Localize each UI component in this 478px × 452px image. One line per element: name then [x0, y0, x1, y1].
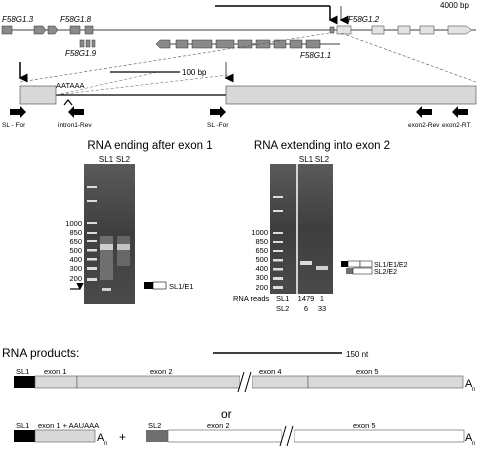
- genome-track: 4000 bp F58G1.3 F58G1.8 F58G1.9: [1, 1, 477, 83]
- row2b-sl2-block: [146, 430, 168, 442]
- genome-scale-label: 4000 bp: [440, 1, 469, 10]
- gel1-ladder-850: 850: [69, 228, 82, 237]
- gel2-title: RNA extending into exon 2: [254, 140, 390, 152]
- gel2-ladder-500: 500: [255, 255, 268, 264]
- gel2-product1-sl1: [341, 261, 348, 267]
- products-title: RNA products:: [2, 346, 79, 360]
- gel2-image: [270, 164, 333, 294]
- row2a-tail: A: [97, 432, 105, 444]
- gel1-sl1e1-band: [102, 288, 111, 291]
- gene-f58g1-3: [1, 25, 59, 35]
- row2b-tail: A: [465, 432, 473, 444]
- gene-label-f58g1-1: F58G1.1: [300, 51, 331, 60]
- gel1-ladder-400: 400: [69, 255, 82, 264]
- primer-label-exon2-rev: exon2-Rev: [408, 122, 440, 129]
- gene-f58g1-8: [69, 25, 94, 35]
- gene-label-f58g1-2: F58G1.2: [348, 15, 380, 24]
- gene-label-f58g1-9: F58G1.9: [65, 49, 97, 58]
- primer-sl-for-1: [10, 106, 26, 118]
- row1-tail: A: [465, 378, 473, 390]
- gel2-ladder-650: 650: [255, 246, 268, 255]
- gel1-lane-sl2: SL2: [116, 155, 131, 164]
- gel2-product2-sl2: [346, 268, 353, 274]
- row1-tail-sub: n: [472, 387, 475, 393]
- primer-sl-for-2: [210, 106, 226, 118]
- polya-caret: [63, 99, 73, 106]
- zoom-scale-label: 100 bp: [182, 68, 207, 77]
- polya-signal-label: AATAAA: [56, 81, 84, 90]
- gene-f58g1-2: [329, 25, 473, 35]
- products-scale-label: 150 nt: [346, 350, 369, 359]
- row1-exon4-label: exon 4: [259, 367, 282, 376]
- gel2-sl1e1e2-band: [300, 261, 312, 265]
- primer-label-intron1-rev: intron1-Rev: [58, 122, 92, 129]
- gel2-ladder-400: 400: [255, 264, 268, 273]
- gel2-lane-sl2: SL2: [315, 155, 330, 164]
- gel2-ladder-200: 200: [255, 283, 268, 292]
- gene-f58g1-9: [79, 39, 96, 48]
- or-label: or: [221, 407, 232, 421]
- gel1-ladder-500: 500: [69, 246, 82, 255]
- zoom-exon2: [225, 85, 477, 105]
- gel2-ladder-bands: [273, 196, 283, 289]
- row2b-exon2-label: exon 2: [207, 421, 230, 430]
- gel2-ladder-300: 300: [255, 273, 268, 282]
- gel1-lane-sl1: SL1: [99, 155, 114, 164]
- row2a-sl1-block: [14, 430, 35, 442]
- primer-intron1-rev: [68, 106, 84, 118]
- rna-products: RNA products: 150 nt SL1 exon 1 exon 2 e…: [2, 346, 475, 447]
- row1-exon2-label: exon 2: [150, 367, 173, 376]
- gel2-ladder-1000: 1000: [251, 228, 268, 237]
- gene-f58g1-1: [155, 39, 321, 49]
- primer-label-sl-for-2: SL -For: [207, 122, 229, 129]
- gene-label-f58g1-8: F58G1.8: [60, 15, 92, 24]
- gel1-product-sl1: [144, 282, 153, 289]
- row1-exon1-label: exon 1: [44, 367, 67, 376]
- reads-row2-sl: SL2: [276, 304, 289, 313]
- primer-label-exon2-rt: exon2-RT: [442, 122, 470, 129]
- gel1-ladder-bands: [87, 186, 97, 281]
- gel1-ladder-300: 300: [69, 264, 82, 273]
- row2b-exon5-label: exon 5: [353, 421, 376, 430]
- row2b-sl-label: SL2: [148, 421, 161, 430]
- gel1-product-exon1: [152, 281, 167, 290]
- gel1-product-label: SL1/E1: [169, 282, 194, 291]
- row2a-sl-label: SL1: [16, 421, 29, 430]
- gel1-ladder-200: 200: [69, 274, 82, 283]
- primer-label-sl-for-1: SL - For: [2, 122, 26, 129]
- row1-sl-label: SL1: [16, 367, 29, 376]
- gel2-ladder-850: 850: [255, 237, 268, 246]
- primer-exon2-rt: [452, 106, 468, 118]
- gel2-product2-label: SL2/E2: [374, 269, 397, 276]
- primer-exon2-rev: [416, 106, 432, 118]
- zoom-model: 100 bp AATAAA SL - For intron1-Rev SL -F…: [2, 62, 477, 129]
- row2a-tail-sub: n: [104, 441, 107, 447]
- gel2-product1-label: SL1/E1/E2: [374, 262, 408, 269]
- reads-label: RNA reads: [233, 294, 270, 303]
- reads-row1-v1: 1479: [298, 294, 315, 303]
- row1-exon5-label: exon 5: [356, 367, 379, 376]
- row2a-segment-label: exon 1 + AAUAAA: [38, 421, 99, 430]
- gel1-ladder-1000: 1000: [65, 219, 82, 228]
- gel1-ladder-650: 650: [69, 237, 82, 246]
- reads-row1-v2: 1: [320, 294, 324, 303]
- row2b-tail-sub: n: [472, 441, 475, 447]
- reads-row1-sl: SL1: [276, 294, 289, 303]
- gel2-lane-sl1: SL1: [299, 155, 314, 164]
- gel1-title: RNA ending after exon 1: [87, 140, 212, 152]
- gel1-panel: RNA ending after exon 1 SL1 SL2 1000 850…: [65, 140, 213, 304]
- row1-sl1-block: [14, 376, 35, 388]
- gel2-panel: RNA extending into exon 2 SL1 SL2 1000 8…: [233, 140, 408, 313]
- reads-row2-v1: 6: [304, 304, 308, 313]
- zoom-exon1: [19, 85, 57, 105]
- gel2-sl2e2-band: [316, 266, 328, 270]
- plus-label: +: [119, 430, 126, 444]
- gene-label-f58g1-3: F58G1.3: [2, 15, 34, 24]
- reads-row2-v2: 33: [318, 304, 326, 313]
